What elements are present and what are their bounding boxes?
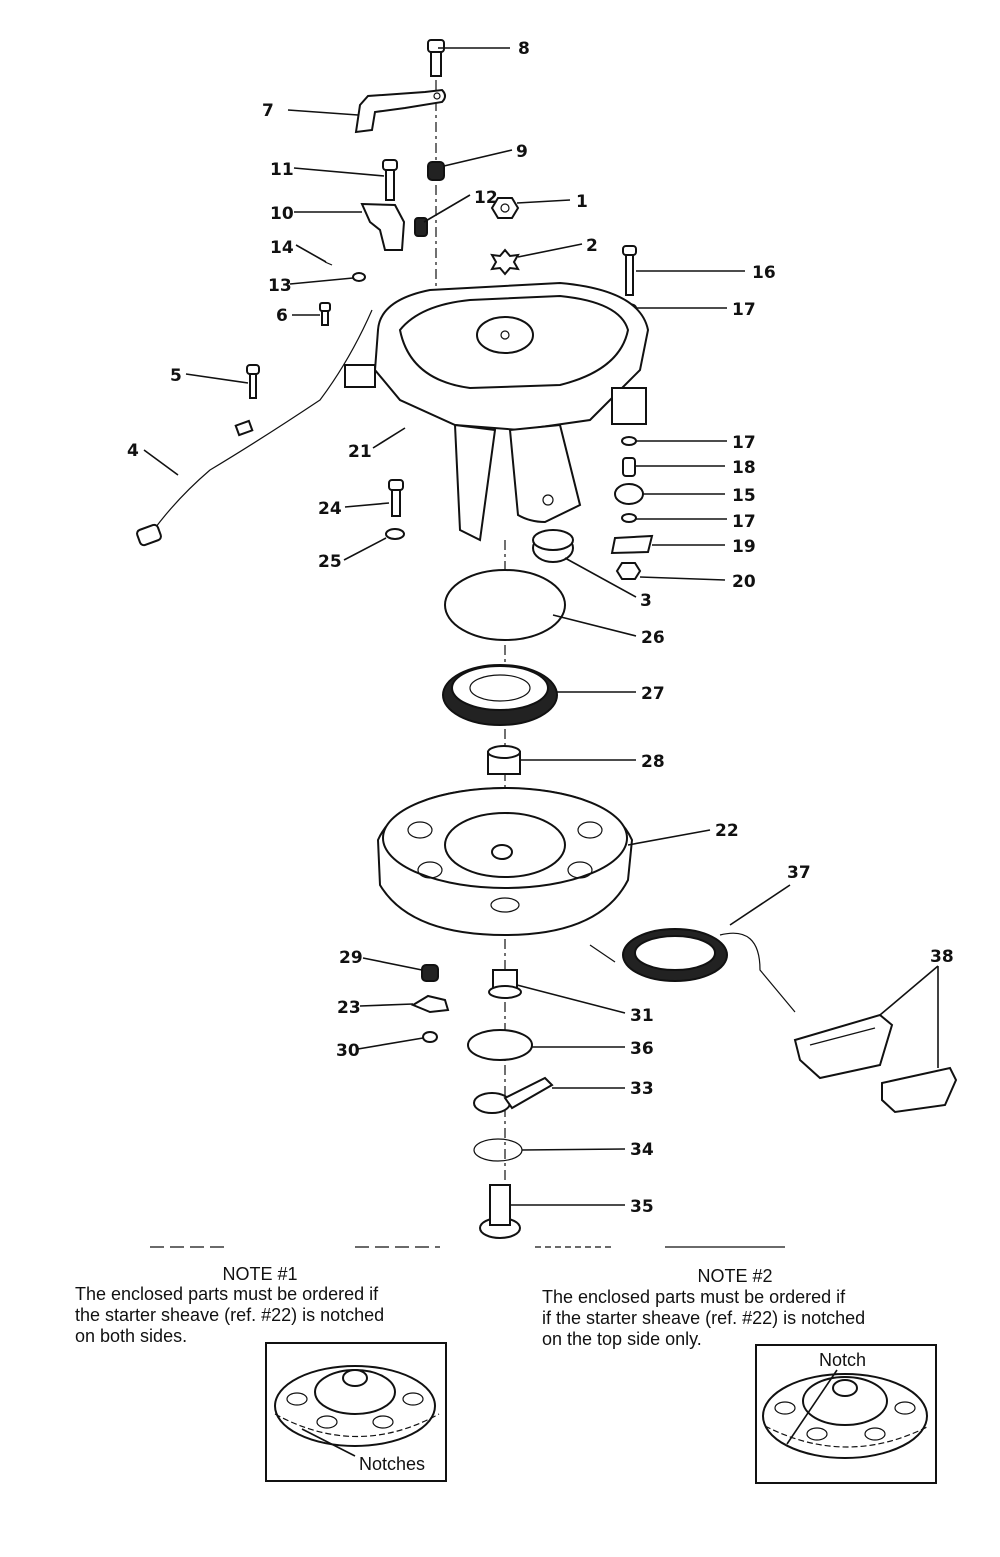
part-grommet-15 xyxy=(614,483,644,505)
part-pawl-23 xyxy=(410,994,450,1014)
note2-inset-label: Notch xyxy=(819,1350,866,1370)
note2-line3: on the top side only. xyxy=(542,1329,702,1349)
part-recoil-spring-27 xyxy=(442,664,558,726)
callout-35: 35 xyxy=(630,1197,654,1217)
callout-4: 4 xyxy=(127,441,139,461)
note2-inset: Notch xyxy=(755,1344,937,1484)
callout-14: 14 xyxy=(270,238,294,258)
note1-inset: Notches xyxy=(265,1342,447,1482)
note1-inset-drawing: Notches xyxy=(274,1365,440,1474)
callout-20: 20 xyxy=(732,572,756,592)
note2-line2: if the starter sheave (ref. #22) is notc… xyxy=(542,1308,866,1328)
callout-38: 36 xyxy=(630,1039,654,1059)
part-spacer-18 xyxy=(622,457,636,477)
callout-3: 3 xyxy=(640,591,652,611)
part-bolt-35 xyxy=(479,1184,521,1239)
part-bolt-16 xyxy=(622,245,637,296)
part-cable-4 xyxy=(149,309,373,536)
part-bushing-31 xyxy=(488,969,522,999)
part-bolt-8 xyxy=(427,39,445,77)
callout-12: 12 xyxy=(474,188,498,208)
callout-25: 25 xyxy=(318,552,342,572)
part-washer-17c xyxy=(621,513,637,523)
part-washer-38 xyxy=(467,1029,533,1061)
note2-line1: The enclosed parts must be ordered if xyxy=(542,1287,846,1307)
note1-inset-label: Notches xyxy=(359,1454,425,1474)
part-spring-9 xyxy=(427,161,445,181)
part-retainer-33 xyxy=(473,1076,554,1114)
part-grommet-3 xyxy=(532,529,574,563)
part-sheave-22 xyxy=(376,786,634,937)
callout-33: 33 xyxy=(630,1079,654,1099)
part-washer-25 xyxy=(385,528,405,540)
part-nut-20 xyxy=(615,562,642,580)
callout-17a: 17 xyxy=(732,300,756,320)
part-handle-37 xyxy=(793,1013,958,1114)
callout-7: 7 xyxy=(262,101,274,121)
part-bolt-11 xyxy=(382,159,398,201)
callout-16: 16 xyxy=(752,263,776,283)
callout-6: 6 xyxy=(276,306,288,326)
callout-11: 11 xyxy=(270,160,294,180)
callout-8: 8 xyxy=(518,39,530,59)
part-ring-34 xyxy=(473,1138,523,1162)
part-housing-21 xyxy=(344,281,650,542)
callout-30: 30 xyxy=(336,1041,360,1061)
part-washer-17b xyxy=(621,436,637,446)
callout-24: 24 xyxy=(318,499,342,519)
callout-2: 2 xyxy=(586,236,598,256)
callout-26: 26 xyxy=(641,628,665,648)
note1-line1: The enclosed parts must be ordered if xyxy=(75,1284,379,1304)
callout-36: 37 xyxy=(787,863,811,883)
callout-34: 34 xyxy=(630,1140,654,1160)
part-nut-1 xyxy=(490,197,520,219)
callout-31: 31 xyxy=(630,1006,654,1026)
callout-numbers: 8 7 9 11 10 12 1 2 14 13 6 16 17 5 4 21 … xyxy=(127,39,954,1217)
part-spring-29 xyxy=(421,964,439,982)
callout-10: 10 xyxy=(270,204,294,224)
callout-9: 9 xyxy=(516,142,528,162)
part-spring-12 xyxy=(414,217,428,237)
callout-27: 27 xyxy=(641,684,665,704)
callout-leaders xyxy=(143,47,939,1206)
part-washer-13 xyxy=(352,272,366,282)
callout-17c: 17 xyxy=(732,512,756,532)
part-bolt-24 xyxy=(388,479,404,517)
callout-22: 22 xyxy=(715,821,739,841)
note1-text: The enclosed parts must be ordered if th… xyxy=(75,1284,475,1347)
part-terminal-4 xyxy=(136,523,162,547)
note2-title: NOTE #2 xyxy=(697,1266,773,1286)
part-pawl-10 xyxy=(360,202,406,251)
note2-text: The enclosed parts must be ordered if if… xyxy=(542,1287,962,1350)
part-clamp-4 xyxy=(234,419,254,437)
callout-13: 13 xyxy=(268,276,292,296)
note2-inset-drawing: Notch xyxy=(762,1350,930,1459)
callout-28: 28 xyxy=(641,752,665,772)
callout-5: 5 xyxy=(170,366,182,386)
part-screw-6 xyxy=(319,302,331,326)
part-rope-36 xyxy=(589,928,796,1013)
part-lockwasher-2 xyxy=(490,248,520,276)
callout-15: 15 xyxy=(732,486,756,506)
callout-19: 19 xyxy=(732,537,756,557)
callout-1: 1 xyxy=(576,192,588,212)
callout-18: 18 xyxy=(732,458,756,478)
callout-29: 29 xyxy=(339,948,363,968)
part-washer-30 xyxy=(422,1031,438,1043)
part-pin-14 xyxy=(324,261,333,266)
callout-23: 23 xyxy=(337,998,361,1018)
callout-17b: 17 xyxy=(732,433,756,453)
note1-line2: the starter sheave (ref. #22) is notched xyxy=(75,1305,385,1325)
part-plate-19 xyxy=(610,534,654,555)
note1-title: NOTE #1 xyxy=(222,1264,298,1284)
note1-line3: on both sides. xyxy=(75,1326,188,1346)
part-screw-5 xyxy=(246,364,260,399)
callout-21: 21 xyxy=(348,442,372,462)
part-lever-7 xyxy=(354,88,446,134)
part-bushing-28 xyxy=(487,745,521,775)
callout-37: 38 xyxy=(930,947,954,967)
part-plate-26 xyxy=(444,569,566,641)
